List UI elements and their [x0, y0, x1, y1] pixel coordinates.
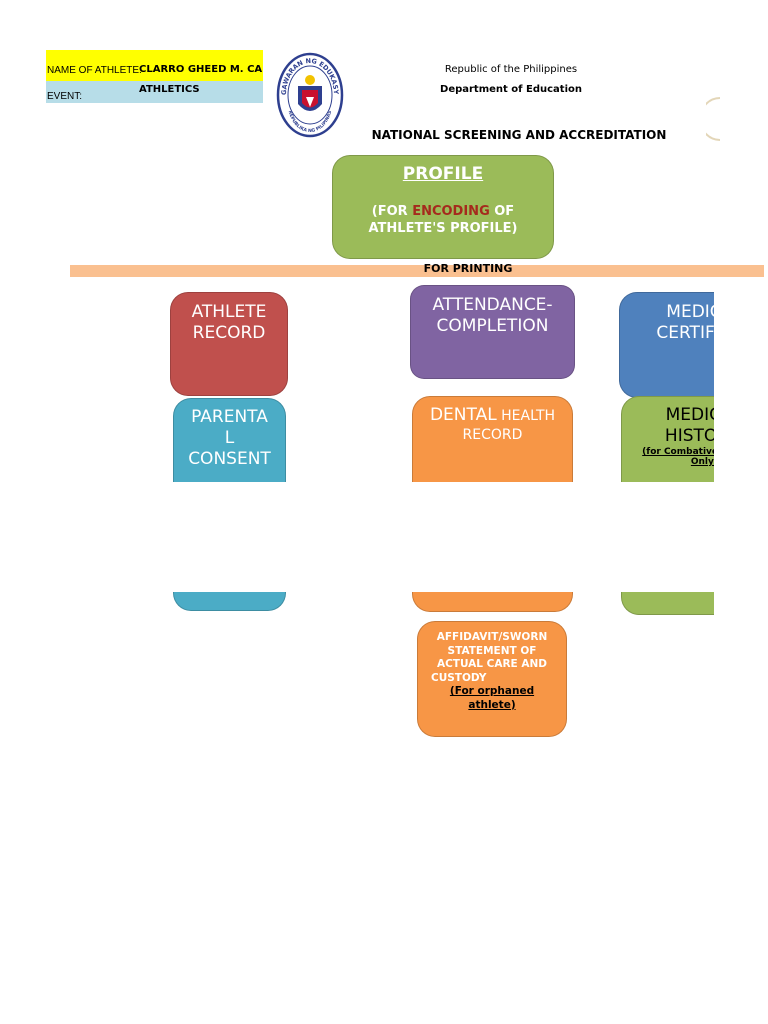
profile-desc-open: (FOR: [371, 204, 413, 219]
affidavit-note-line1: (For orphaned: [449, 685, 535, 697]
athlete-record-tile[interactable]: ATHLETE RECORD: [170, 292, 288, 396]
profile-desc-line2: ATHLETE'S PROFILE): [368, 221, 518, 236]
athlete-name-label: NAME OF ATHLETE:: [47, 65, 142, 76]
affidavit-line4: CUSTODY: [431, 671, 487, 684]
profile-title: PROFILE: [402, 164, 484, 184]
affidavit-line3: ACTUAL CARE AND: [436, 658, 548, 670]
affidavit-note-line2: athlete): [468, 698, 516, 711]
event-row: EVENT: ATHLETICS: [46, 81, 263, 103]
attendance-line2: COMPLETION: [436, 316, 549, 336]
note-line1: (for Combative: [642, 447, 714, 457]
event-label: EVENT:: [47, 91, 83, 102]
page-break-gap: [0, 482, 768, 592]
event-value: ATHLETICS: [139, 84, 200, 95]
dental-health: HEALTH: [496, 408, 556, 424]
affidavit-tile[interactable]: AFFIDAVIT/SWORN STATEMENT OF ACTUAL CARE…: [417, 621, 567, 737]
attendance-completion-tile[interactable]: ATTENDANCE- COMPLETION: [410, 285, 575, 379]
for-printing-text: FOR PRINTING: [423, 262, 513, 275]
affidavit-line1: AFFIDAVIT/SWORN: [436, 631, 548, 643]
republic-text: Republic of the Philippines: [444, 64, 578, 75]
dental-big: DENTAL: [429, 405, 497, 425]
profile-desc-close: OF: [489, 204, 515, 219]
affidavit-line2: STATEMENT OF: [447, 644, 537, 657]
profile-tile[interactable]: PROFILE (FOR ENCODING OF ATHLETE'S PROFI…: [332, 155, 554, 259]
deped-seal-icon: KAGAWARAN NG EDUKASYON REPUBLIKA NG PILI…: [276, 52, 344, 138]
athlete-name-row: NAME OF ATHLETE: CLARRO GHEED M. CARS: [46, 50, 263, 81]
medical-history-note: (for Combative Only): [638, 447, 714, 467]
medical-history-line2: HISTOF: [664, 426, 714, 446]
attendance-line1: ATTENDANCE-: [432, 295, 553, 315]
athlete-record-line2: RECORD: [192, 323, 266, 343]
department-text: Department of Education: [440, 84, 582, 95]
profile-desc-encoding: ENCODING: [412, 204, 490, 219]
profile-description: (FOR ENCODING OF ATHLETE'S PROFILE): [333, 203, 553, 237]
parental-line3: CONSENT: [188, 449, 271, 469]
parental-line2: L: [224, 428, 235, 448]
screening-title: NATIONAL SCREENING AND ACCREDITATION: [371, 128, 667, 142]
athlete-name-value: CLARRO GHEED M. CARS: [139, 64, 263, 75]
dental-record: RECORD: [462, 427, 523, 443]
for-printing-bar: [70, 265, 764, 277]
secondary-seal-icon: [706, 97, 720, 141]
note-line2: Only): [690, 457, 714, 467]
parental-line1: PARENTA: [191, 407, 268, 427]
medical-cert-line2: CERTIFIC: [656, 323, 714, 343]
athlete-record-line1: ATHLETE: [191, 302, 267, 322]
